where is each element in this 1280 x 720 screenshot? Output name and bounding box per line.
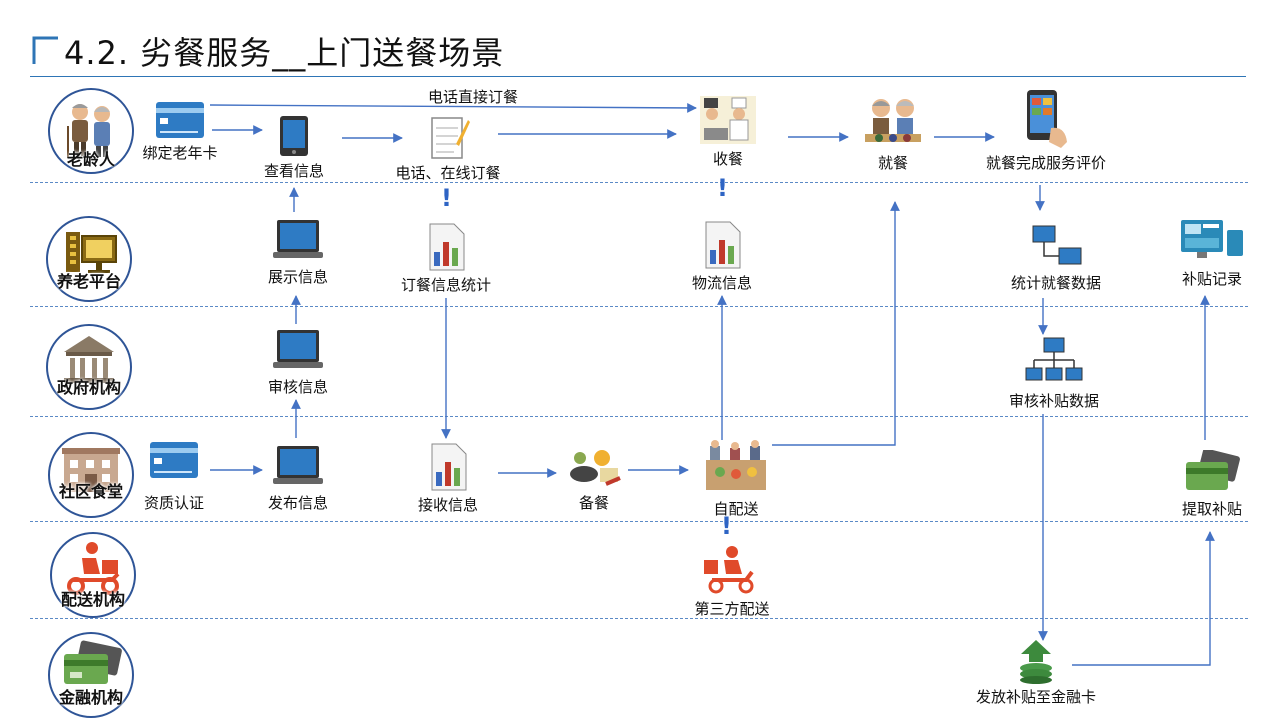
node-label: 自配送 [713,500,759,518]
node-label: 补贴记录 [1181,270,1242,288]
node-qualification: 资质认证 [94,440,254,513]
mobile-rating-icon [1027,90,1067,148]
node-label: 第三方配送 [694,600,770,618]
node-label: 审核补贴数据 [1008,392,1099,410]
canteen-building-icon [62,448,120,492]
dashboard-screens-icon [1181,220,1243,258]
arrow-delivery-to-dine [772,201,900,446]
node-prepare-meal: 备餐 [514,444,674,513]
network-computers-icon [1032,225,1082,265]
lane-divider [30,521,1248,522]
actor-finance: 金融机构 [48,632,134,718]
market-stall-icon [706,440,766,490]
network-tree-icon [1025,337,1083,381]
node-label: 收餐 [712,150,743,168]
node-view-info: 查看信息 [214,114,374,181]
node-label: 发布信息 [267,494,328,512]
node-phone-online-order: 电话、在线订餐 [368,114,528,183]
node-label: 电话、在线订餐 [395,164,501,182]
node-label: 发放补贴至金融卡 [975,688,1096,706]
node-receive-info: 接收信息 [368,442,528,515]
node-label: 统计就餐数据 [1010,274,1101,292]
report-chart-icon [429,223,465,271]
lane-divider [30,182,1248,183]
page-title: 4.2. 劣餐服务__上门送餐场景 [64,34,505,72]
lane-divider [30,306,1248,307]
actor-label: 金融机构 [58,688,123,707]
exclamation-marker: ! [441,184,452,212]
node-label: 物流信息 [691,274,752,292]
tablet-icon [280,116,308,156]
laptop-icon [273,330,323,368]
node-label: 展示信息 [267,268,328,286]
node-logistics-info: 物流信息 [642,220,802,293]
lane-divider [30,416,1248,417]
node-subsidy-record: 补贴记录 [1132,216,1280,289]
node-third-party-delivery: 第三方配送 [652,544,812,619]
node-label: 绑定老年卡 [142,144,218,162]
node-receive-meal: 收餐 [648,94,808,169]
actor-label: 社区食堂 [58,482,123,501]
title-divider [30,76,1246,77]
node-label: 接收信息 [417,496,478,514]
exclamation-marker: ! [717,174,728,202]
laptop-icon [273,446,323,484]
node-label: 就餐 [877,154,908,172]
actor-elderly: 老龄人 [48,88,134,174]
card-icon [150,442,198,478]
node-dine: 就餐 [813,94,973,173]
report-chart-icon [431,443,467,491]
actor-label: 老龄人 [66,150,115,169]
actor-label: 养老平台 [56,272,121,291]
actor-platform: 养老平台 [46,216,132,302]
title-bracket-icon [32,36,58,64]
bank-card-icon [1186,450,1240,490]
card-icon [156,102,204,138]
dining-couple-icon [865,99,921,142]
node-audit-subsidy: 审核补贴数据 [974,336,1134,411]
laptop-icon [273,220,323,258]
government-building-icon [64,336,114,383]
node-evaluate: 就餐完成服务评价 [966,88,1126,173]
node-display-info: 展示信息 [218,218,378,287]
bank-card-icon [64,640,122,684]
node-label: 就餐完成服务评价 [985,154,1106,172]
edge-label-phone-direct-order: 电话直接订餐 [428,88,519,106]
exclamation-marker: ! [721,512,732,540]
node-order-stats: 订餐信息统计 [366,222,526,295]
notepad-icon [431,117,470,159]
report-chart-icon [705,221,741,269]
node-issue-subsidy: 发放补贴至金融卡 [956,638,1116,707]
delivery-scooter-icon [67,542,120,595]
actor-canteen: 社区食堂 [48,432,134,518]
node-label: 订餐信息统计 [400,276,491,294]
node-label: 资质认证 [143,494,204,512]
node-label: 提取补贴 [1181,500,1242,518]
node-label: 查看信息 [263,162,324,180]
node-label: 备餐 [578,494,609,512]
node-publish-info: 发布信息 [218,444,378,513]
arrow-phone-direct-order [209,103,697,113]
actor-label: 政府机构 [56,378,121,397]
lane-divider [30,618,1248,619]
delivery-scooter-icon [704,546,754,594]
platform-screen-icon [66,232,117,273]
node-audit-info: 审核信息 [218,328,378,397]
node-withdraw-subsidy: 提取补贴 [1132,450,1280,519]
elderly-couple-icon [67,104,110,158]
node-meal-stats: 统计就餐数据 [976,222,1136,293]
food-ingredients-icon [570,450,621,486]
actor-label: 配送机构 [60,590,125,609]
money-upload-icon [1020,640,1052,684]
actor-delivery: 配送机构 [50,532,136,618]
node-self-delivery: 自配送 [656,440,816,519]
node-bind-card: 绑定老年卡 [100,100,260,163]
chef-icon [700,96,756,144]
node-label: 审核信息 [267,378,328,396]
actor-government: 政府机构 [46,324,132,410]
arrow-issue-to-withdraw [1072,531,1215,666]
